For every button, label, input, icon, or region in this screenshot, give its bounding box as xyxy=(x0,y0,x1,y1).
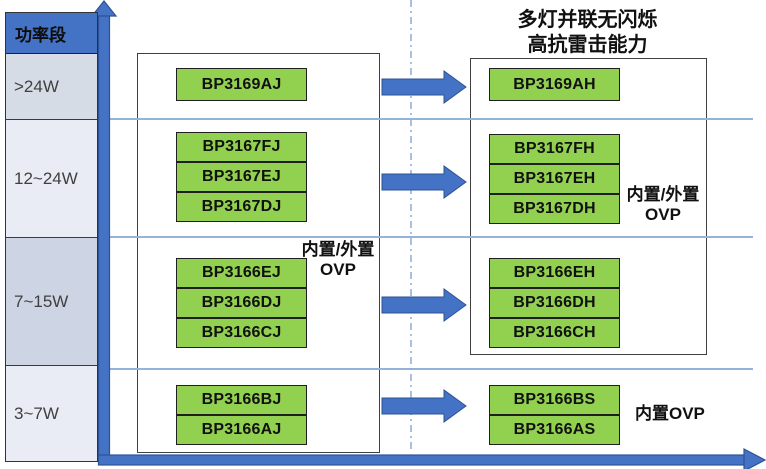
power-axis-header: 功率段 xyxy=(6,13,97,54)
chip-bp3167ej: BP3167EJ xyxy=(176,162,307,192)
right-box-title-line2: 高抗雷击能力 xyxy=(527,34,648,56)
right-arrow-icon xyxy=(381,70,467,104)
x-axis xyxy=(97,454,746,466)
left-box-ovp-line2: OVP xyxy=(320,260,356,279)
chip-bp3167dh: BP3167DH xyxy=(489,194,620,224)
chip-bp3166cj: BP3166CJ xyxy=(176,318,307,348)
power-band-label-3-7w: 3~7W xyxy=(6,366,97,461)
chip-bp3166as: BP3166AS xyxy=(489,415,620,445)
right-arrow-icon xyxy=(381,288,467,322)
right-box-title-line1: 多灯并联无闪烁 xyxy=(517,9,658,31)
right-box-ovp-line2: OVP xyxy=(645,205,681,224)
chip-bp3166dh: BP3166DH xyxy=(489,288,620,318)
chip-bp3166bs: BP3166BS xyxy=(489,385,620,415)
chip-bp3167fh: BP3167FH xyxy=(489,134,620,164)
bottom-ovp-note: 内置OVP xyxy=(635,404,705,423)
chip-bp3167fj: BP3167FJ xyxy=(176,132,307,162)
right-box-ovp-line1: 内置/外置 xyxy=(626,185,700,204)
chip-bp3166dj: BP3166DJ xyxy=(176,288,307,318)
chip-bp3166aj: BP3166AJ xyxy=(176,415,307,445)
chip-bp3169ah: BP3169AH xyxy=(489,68,620,101)
chip-bp3166ch: BP3166CH xyxy=(489,318,620,348)
power-band-label-12-24w: 12~24W xyxy=(6,120,97,238)
right-box-ovp-note: 内置/外置 OVP xyxy=(619,185,707,225)
left-box-ovp-note: 内置/外置 OVP xyxy=(296,240,380,280)
chip-bp3167eh: BP3167EH xyxy=(489,164,620,194)
left-box-ovp-line1: 内置/外置 xyxy=(301,240,375,259)
chip-bp3166bj: BP3166BJ xyxy=(176,385,307,415)
right-arrow-icon xyxy=(381,165,467,199)
chip-bp3167dj: BP3167DJ xyxy=(176,192,307,222)
power-band-label-7-15w: 7~15W xyxy=(6,238,97,366)
chip-bp3166ej: BP3166EJ xyxy=(176,258,307,288)
power-band-label-gt24w: >24W xyxy=(6,54,97,120)
chip-bp3166eh: BP3166EH xyxy=(489,258,620,288)
right-box-title: 多灯并联无闪烁 高抗雷击能力 xyxy=(455,8,720,58)
right-arrow-icon xyxy=(381,389,467,423)
chip-bp3169aj: BP3169AJ xyxy=(176,68,307,101)
power-band-column: 功率段 >24W 12~24W 7~15W 3~7W xyxy=(5,12,98,462)
x-axis-arrowhead-icon xyxy=(743,448,766,469)
y-axis xyxy=(97,12,111,463)
